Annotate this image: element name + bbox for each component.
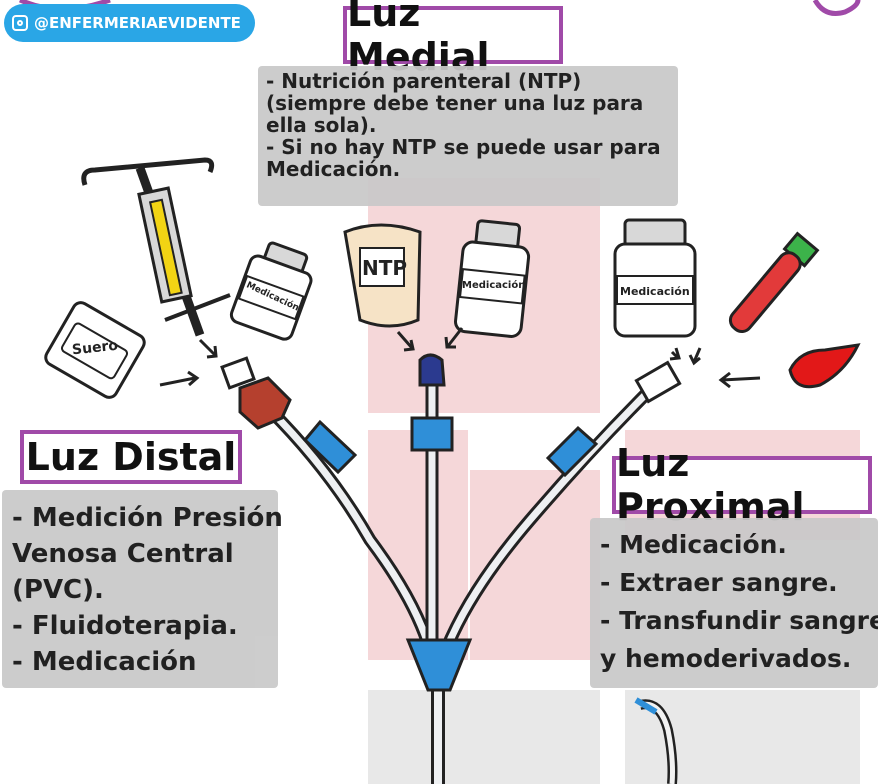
ntp-bag-icon (343, 223, 422, 328)
note-line: ella sola). (266, 113, 377, 137)
note-line: - Medicación (12, 647, 197, 677)
luz-distal-note: - Medición Presión Venosa Central (PVC).… (2, 490, 283, 688)
arrow-icon (159, 376, 196, 387)
note-line: - Fluidoterapia. (12, 611, 238, 641)
ntp-label: NTP (362, 256, 408, 280)
proximal-hub (634, 360, 682, 404)
luz-proximal-note: - Medicación. - Extraer sangre. - Transf… (590, 518, 878, 688)
distal-cap (220, 356, 256, 390)
medial-clamp (410, 416, 454, 452)
guidewire-tip (634, 697, 658, 715)
handle-text: @ENFERMERIAEVIDENTE (34, 14, 241, 32)
note-line: - Si no hay NTP se puede usar para (266, 135, 661, 159)
note-line: Venosa Central (12, 539, 234, 569)
note-line: - Transfundir sangre (600, 606, 878, 635)
medication-vial-icon (229, 241, 313, 341)
luz-proximal-title-text: Luz Proximal (616, 441, 805, 529)
arrow-icon (444, 327, 464, 349)
iv-pole-icon (81, 157, 231, 337)
luz-distal-title: Luz Distal (20, 430, 242, 484)
junction-hub (405, 638, 473, 692)
arrow-icon (396, 331, 415, 352)
note-line: - Nutrición parenteral (NTP) (266, 69, 582, 93)
luz-medial-note: - Nutrición parenteral (NTP) (siempre de… (258, 66, 678, 206)
note-line: Medicación. (266, 157, 401, 181)
medicacion-proximal-label: Medicación (620, 285, 690, 298)
logo-circle-arc (812, 0, 861, 16)
blood-tube-icon (728, 231, 820, 334)
distal-hub (238, 376, 292, 430)
watermark-block (368, 690, 600, 784)
social-handle: @ENFERMERIAEVIDENTE (4, 4, 255, 42)
medication-vial-icon (613, 218, 697, 338)
guidewire-icon (638, 699, 678, 784)
arrow-icon (669, 347, 681, 361)
note-line: - Medicación. (600, 530, 787, 559)
note-line: (PVC). (12, 575, 104, 605)
instagram-icon (12, 15, 28, 31)
note-line: (siempre debe tener una luz para (266, 91, 644, 115)
arrow-icon (198, 338, 218, 359)
medial-hub (418, 353, 446, 387)
watermark-block (625, 690, 860, 784)
medication-vial-icon (454, 219, 531, 338)
distal-tube (265, 405, 437, 652)
guidewire-icon (639, 701, 675, 784)
arrow-icon (187, 370, 200, 387)
proximal-clamp (545, 425, 599, 478)
note-line: - Medición Presión (12, 503, 283, 533)
note-line: - Extraer sangre. (600, 568, 838, 597)
luz-distal-title-text: Luz Distal (25, 435, 237, 479)
luz-proximal-title: Luz Proximal (612, 441, 872, 529)
arrow-icon (718, 371, 761, 389)
distal-clamp (302, 419, 358, 475)
suero-bag-icon (44, 301, 146, 399)
proximal-tube (442, 387, 653, 652)
note-line: y hemoderivados. (600, 644, 852, 673)
distal-tube (267, 407, 434, 652)
medicacion-medial-label: Medicación (462, 280, 526, 291)
arrow-icon (688, 347, 702, 366)
blood-drop-icon (788, 343, 861, 389)
luz-medial-title: Luz Medial (343, 0, 563, 79)
